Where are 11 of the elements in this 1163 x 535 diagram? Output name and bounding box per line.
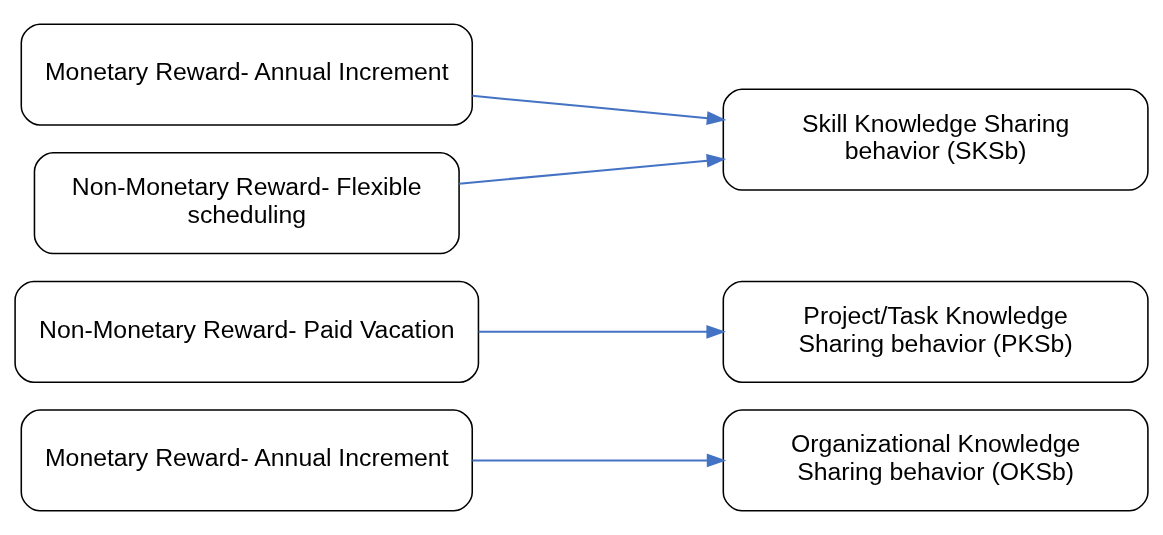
arrow — [459, 153, 727, 185]
node-box: Monetary Reward- Annual Increment — [20, 23, 474, 126]
arrow — [472, 94, 727, 125]
arrow — [472, 453, 727, 468]
node-box: Non-Monetary Reward- Flexible scheduling — [33, 152, 460, 255]
node-box: Project/Task Knowledge Sharing behavior (PKSb) — [722, 280, 1149, 383]
node-box: Non-Monetary Reward- Paid Vacation — [14, 280, 480, 383]
node-box: Monetary Reward- Annual Increment — [20, 409, 474, 512]
node-box: Skill Knowledge Sharing behavior (SKSb) — [722, 88, 1149, 191]
node-box: Organizational Knowledge Sharing behavior (OKSb) — [722, 409, 1149, 512]
arrow — [478, 324, 726, 339]
